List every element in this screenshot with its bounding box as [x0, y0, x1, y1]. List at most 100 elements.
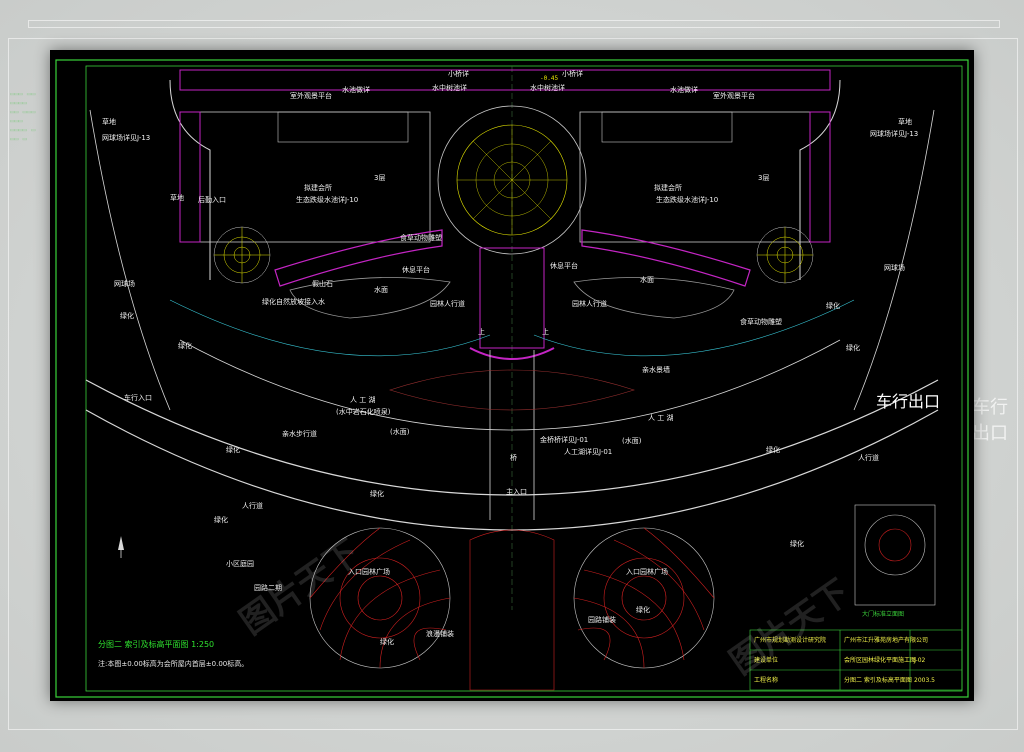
- clubhouse-r: 拟建会所: [654, 183, 682, 192]
- main-entrance-label: 主入口: [506, 487, 527, 496]
- ghost-top-strip: [28, 20, 1000, 28]
- tb-code: 建设单位: [754, 656, 778, 664]
- tb-number: J-02: [913, 657, 926, 664]
- car-entrance-label: 车行入口: [124, 393, 152, 402]
- tennis-detail-l: 网球场详见J-13: [102, 133, 150, 142]
- section-title: 分图二 索引及标高平面图 1:250: [98, 639, 214, 649]
- left-clubhouse: [179, 111, 431, 243]
- greenery-6: 绿化: [826, 301, 840, 310]
- pedestrian-r: 人行道: [858, 453, 879, 462]
- water-tree-r: 水中树池详: [530, 83, 565, 92]
- green-water-label: 绿化自然放坡接入水: [262, 297, 325, 306]
- cad-drawing-panel: 车行出口 分图二 索引及标高平面图 1:250 注:本图±0.00标高为会所屋内…: [50, 50, 974, 701]
- ghost-car-exit-text: 车行出口: [972, 397, 1008, 444]
- bridge-label: 桥: [510, 453, 517, 462]
- left-outer-curve: [89, 109, 171, 411]
- right-fountain: [756, 226, 814, 284]
- right-outer-curve: [853, 109, 935, 411]
- right-upper-block: [601, 111, 733, 143]
- outdoor-platform-l: 室外观景平台: [290, 91, 332, 100]
- water-tree-l: 水中树池详: [432, 83, 467, 92]
- garden-two: 园路二期: [254, 583, 282, 592]
- tb-project: 会所区园林绿化平面施工图: [844, 656, 916, 664]
- title-block: [749, 629, 963, 691]
- rest-platform-l: 休息平台: [402, 265, 430, 274]
- greenery-10: 绿化: [636, 605, 650, 614]
- right-planter: [581, 229, 751, 287]
- lawn-small-label: 草地: [170, 193, 184, 202]
- lawn-l: 草地: [102, 117, 116, 126]
- tennis-court-r: 网球场: [884, 263, 905, 272]
- rotunda-spokes: [457, 125, 567, 235]
- water-r: 水面: [640, 275, 654, 284]
- small-bridge-l: 小桥详: [448, 69, 469, 78]
- left-fountain: [213, 226, 271, 284]
- water-paren-r: (水面): [622, 436, 642, 445]
- tb-company-left: 广州市规划勘测设计研究院: [754, 636, 826, 644]
- right-magenta-edge: [809, 111, 831, 243]
- greenery-2: 绿化: [178, 341, 192, 350]
- left-lake-bank: [169, 299, 491, 357]
- site-plan-drawing: 车行出口 分图二 索引及标高平面图 1:250 注:本图±0.00标高为会所屋内…: [55, 59, 969, 698]
- rest-platform-r: 休息平台: [550, 261, 578, 270]
- greenery-11: 绿化: [380, 637, 394, 646]
- left-magenta-edge: [179, 111, 201, 243]
- food-plaza-r: 食草动物雕塑: [740, 317, 782, 326]
- floors-r: 3层: [758, 174, 769, 182]
- magenta-arc: [469, 347, 555, 360]
- right-clubhouse: [579, 111, 831, 243]
- left-rockery: [289, 277, 451, 319]
- water-pool-l: 水池做详: [342, 85, 370, 94]
- small-bridge-r: 小桥详: [562, 69, 583, 78]
- entrance-path: [489, 350, 535, 520]
- greenery-1: 绿化: [120, 311, 134, 320]
- outdoor-platform-r: 室外观景平台: [713, 91, 755, 100]
- rotunda-outer: [437, 105, 587, 255]
- elevation-label: -0.45: [540, 75, 558, 82]
- community-garden: 小区庭园: [226, 559, 254, 568]
- right-entrance-plaza: [573, 527, 715, 669]
- tb-company-right: 广州市江升雅苑房地产有限公司: [844, 636, 928, 644]
- left-entrance-plaza: [309, 527, 451, 669]
- tb-date: 2003.5: [914, 677, 935, 684]
- eco-pool-l: 生态跌级水池详J-10: [296, 195, 358, 204]
- car-exit-label: 车行出口: [876, 392, 940, 411]
- tennis-court-l: 网球场: [114, 279, 135, 288]
- pedestrian-l: 人行道: [242, 501, 263, 510]
- entrance-plaza-r: 入口园林广场: [626, 567, 668, 576]
- artificial-lake-r: 人 工 湖: [648, 413, 673, 422]
- central-stair: [479, 247, 545, 349]
- detail-caption: 大门标准立面图: [862, 610, 904, 618]
- inner-frame: [85, 65, 963, 692]
- lake-detail: 人工湖详见J-01: [564, 447, 612, 456]
- back-entrance-label: 后勤入口: [198, 195, 226, 204]
- north-arrow-icon: [118, 536, 124, 558]
- water-scene-label: 亲水景墙: [642, 365, 670, 374]
- note-text: 注:本图±0.00标高为会所屋内首层±0.00标高。: [98, 659, 248, 668]
- entrance-hatched: [389, 369, 635, 411]
- floors-l: 3层: [374, 174, 385, 182]
- left-planter: [274, 229, 443, 287]
- water-paren-l: (水面): [390, 427, 410, 436]
- waterside-walk: 亲水步行道: [282, 429, 317, 438]
- detail-inset: [854, 504, 936, 606]
- tennis-detail-r: 网球场详见J-13: [870, 129, 918, 138]
- pavement-l: 浪漫铺装: [426, 629, 454, 638]
- bridge-detail: 金桥桥详见J-01: [540, 435, 588, 444]
- greenery-4: 绿化: [370, 489, 384, 498]
- tb-sheet: 分图二 索引及标高平面图: [844, 676, 912, 684]
- greenery-3: 绿化: [226, 445, 240, 454]
- ghost-frame: [8, 38, 1018, 730]
- right-lake-bank: [533, 299, 855, 357]
- greenery-8: 绿化: [214, 515, 228, 524]
- entrance-plaza-l: 入口园林广场: [348, 567, 390, 576]
- up-label-l: 上: [478, 327, 485, 336]
- water-l: 水面: [374, 285, 388, 294]
- greenery-9: 绿化: [790, 539, 804, 548]
- left-bldg-curve: [169, 79, 211, 280]
- rockery-label: 假山石: [312, 279, 333, 288]
- pavement-r: 园路铺装: [588, 615, 616, 624]
- eco-pool-r: 生态跌级水池详J-10: [656, 195, 718, 204]
- greenery-7: 绿化: [846, 343, 860, 352]
- right-rockery: [573, 277, 735, 319]
